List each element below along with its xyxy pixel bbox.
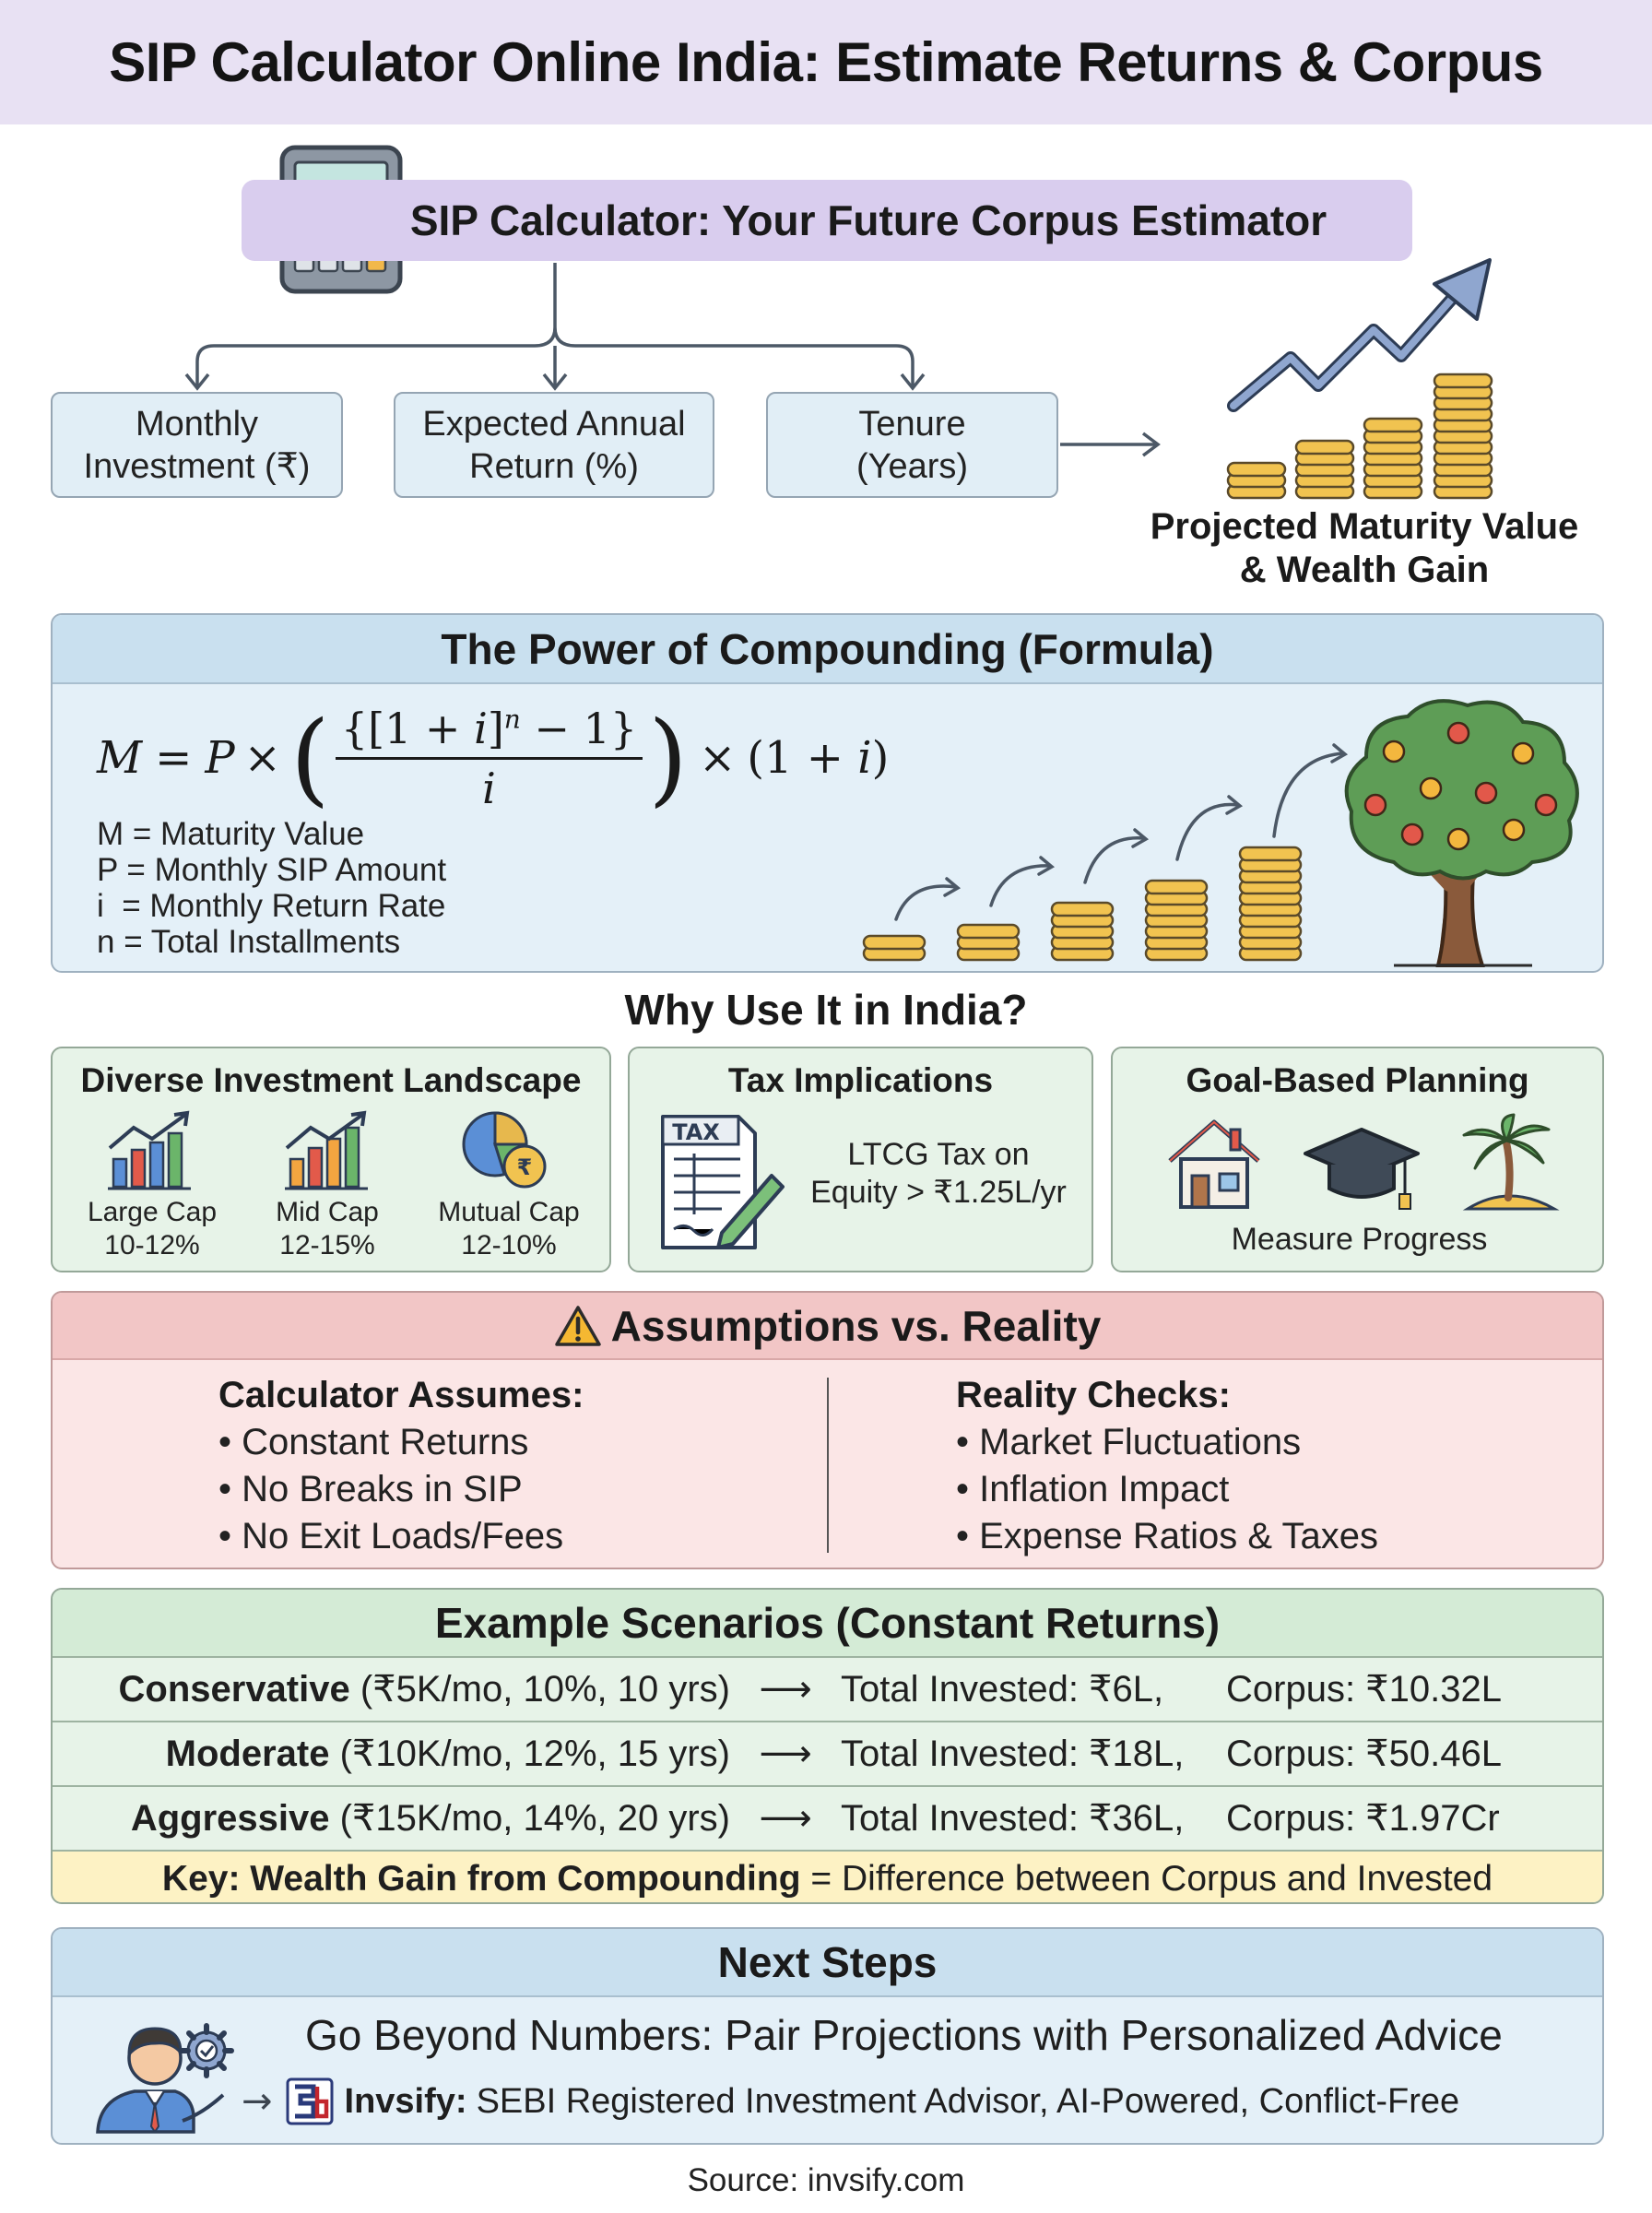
scenarios-panel: Example Scenarios (Constant Returns) Con…	[51, 1588, 1604, 1904]
next-steps-line2: → Invsify: SEBI Registered Investment Ad…	[242, 2077, 1459, 2126]
palm-tree-icon	[1462, 1113, 1560, 1211]
warning-icon	[554, 1305, 601, 1346]
scenarios-heading: Example Scenarios (Constant Returns)	[53, 1590, 1602, 1656]
mutual-cap-caption: Mutual Cap 12-10%	[438, 1197, 580, 1260]
table-row: Aggressive (₹15K/mo, 14%, 20 yrs) ⟶ Tota…	[53, 1785, 1602, 1850]
measure-progress-caption: Measure Progress	[1231, 1222, 1488, 1257]
calculator-assumes-list: Calculator Assumes: • Constant Returns •…	[218, 1375, 584, 1556]
ltcg-text: LTCG Tax on Equity > ₹1.25L/yr	[810, 1137, 1067, 1210]
projected-maturity-label: Projected Maturity Value & Wealth Gain	[1150, 506, 1579, 590]
assumptions-heading: Assumptions vs. Reality	[53, 1293, 1602, 1360]
tax-document-icon: TAX	[661, 1115, 785, 1249]
source-credit: Source: invsify.com	[687, 2162, 965, 2198]
formula-legend: M = Maturity Value P = Monthly SIP Amoun…	[97, 816, 447, 960]
mid-cap-caption: Mid Cap 12-15%	[276, 1197, 379, 1260]
graduation-cap-icon	[1304, 1128, 1420, 1210]
card-tax-implications: Tax Implications TAX LTCG Tax on Equity …	[628, 1047, 1093, 1272]
table-row: Conservative (₹5K/mo, 10%, 10 yrs) ⟶ Tot…	[53, 1656, 1602, 1721]
mid-cap-chart-icon	[285, 1110, 368, 1190]
next-steps-panel: Next Steps Go Beyond Numbers: Pair Proje…	[51, 1927, 1604, 2145]
estimator-heading: SIP Calculator: Your Future Corpus Estim…	[242, 180, 1412, 261]
estimator-section: ... SIP Calculator: Your Future Corpus E…	[0, 129, 1652, 590]
growth-coins-icon	[1226, 258, 1493, 500]
connector-lines	[184, 263, 1161, 457]
formula-heading: The Power of Compounding (Formula)	[53, 615, 1602, 684]
house-icon	[1168, 1119, 1260, 1209]
tax-document-label: TAX	[672, 1119, 720, 1145]
input-monthly-investment: Monthly Investment (₹)	[51, 392, 343, 498]
reality-checks-list: Reality Checks: • Market Fluctuations • …	[956, 1375, 1378, 1556]
formula-expression: M=P× ( {[1 + i]n − 1} i ) ×(1 + i)	[97, 699, 890, 817]
money-tree-icon	[1344, 699, 1579, 967]
assumptions-panel: Assumptions vs. Reality Calculator Assum…	[51, 1291, 1604, 1569]
large-cap-chart-icon	[108, 1110, 191, 1190]
sebi-logo-icon	[286, 2077, 334, 2125]
divider	[827, 1378, 829, 1553]
card-goal-planning: Goal-Based Planning Measure Progress	[1111, 1047, 1604, 1272]
card-investment-landscape: Diverse Investment Landscape ₹ Large Cap…	[51, 1047, 611, 1272]
page-title: SIP Calculator Online India: Estimate Re…	[109, 31, 1543, 93]
large-cap-caption: Large Cap 10-12%	[87, 1197, 218, 1260]
next-steps-line1: Go Beyond Numbers: Pair Projections with…	[305, 2011, 1503, 2059]
next-steps-heading: Next Steps	[53, 1929, 1602, 1997]
compounding-coins-icon	[862, 743, 1349, 962]
input-expected-return: Expected Annual Return (%)	[394, 392, 714, 498]
svg-text:₹: ₹	[517, 1154, 533, 1180]
input-tenure: Tenure (Years)	[766, 392, 1058, 498]
advisor-icon	[96, 2023, 234, 2134]
next-arrow: →	[242, 2080, 273, 2123]
table-row: Moderate (₹10K/mo, 12%, 15 yrs) ⟶ Total …	[53, 1721, 1602, 1785]
mutual-fund-pie-icon: ₹	[462, 1111, 547, 1189]
key-row: Key: Wealth Gain from Compounding = Diff…	[53, 1850, 1602, 1902]
why-heading: Why Use It in India?	[624, 986, 1028, 1034]
title-bar: SIP Calculator Online India: Estimate Re…	[0, 0, 1652, 124]
formula-panel: The Power of Compounding (Formula) M=P× …	[51, 613, 1604, 973]
